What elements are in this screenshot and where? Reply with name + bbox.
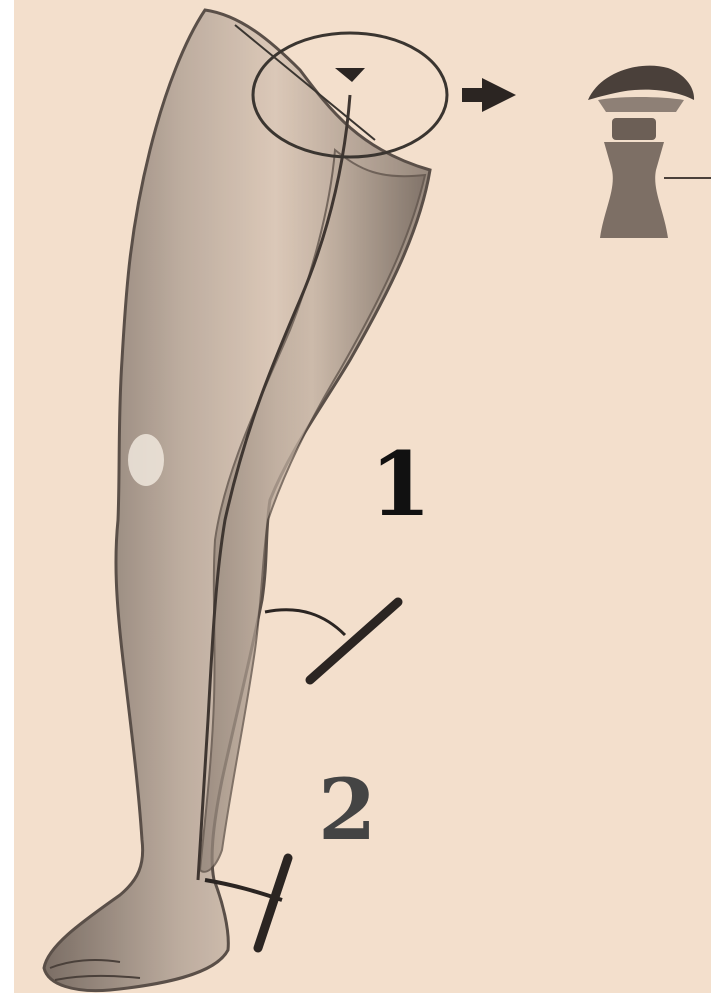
valve-detail-icon [588,66,711,238]
label-two: 2 [318,768,376,852]
label-one: 1 [370,440,431,528]
ligature-icon-calf [265,602,398,680]
arrow-right-icon [462,78,516,112]
